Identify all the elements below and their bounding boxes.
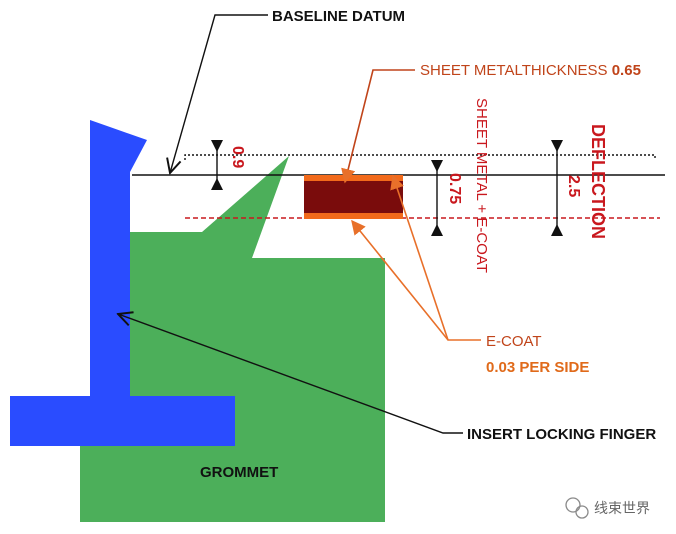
sheet-metal-thickness-leader — [341, 69, 415, 184]
baseline-datum-label: BASELINE DATUM — [272, 8, 405, 25]
dim-0-75-label: 0.75 — [446, 173, 463, 204]
sheet-metal-thickness-value: 0.65 — [612, 62, 641, 79]
grommet-label: GROMMET — [200, 464, 278, 481]
sheet-metal — [304, 181, 403, 213]
ecoat-per-side-label: 0.03 PER SIDE — [486, 359, 589, 376]
sheet-metal-thickness-text: SHEET METALTHICKNESS — [420, 62, 612, 79]
dim-0-9-label: 0.9 — [229, 146, 246, 168]
ecoat-leaders — [351, 174, 481, 341]
sheet-metal-ecoat-label: SHEET METAL + E-COAT — [473, 98, 490, 273]
dimension-0-75 — [431, 160, 443, 236]
sheet-metal-thickness-label: SHEET METALTHICKNESS 0.65 — [420, 62, 641, 79]
deflection-value-label: 2.5 — [565, 175, 582, 197]
insert-locking-finger-leader — [118, 314, 463, 434]
dimension-deflection — [551, 140, 563, 236]
insert-locking-finger-label: INSERT LOCKING FINGER — [467, 426, 656, 443]
insert-locking-finger — [10, 120, 235, 446]
wechat-logo-icon — [565, 497, 589, 519]
ecoat-label: E-COAT — [486, 333, 542, 350]
baseline-datum-leader — [170, 14, 268, 173]
deflection-label: DEFLECTION — [588, 124, 608, 239]
dimension-0-9 — [211, 140, 223, 190]
deflection-top-dotted-line — [184, 154, 656, 160]
watermark-text: 线束世界 — [594, 500, 650, 516]
